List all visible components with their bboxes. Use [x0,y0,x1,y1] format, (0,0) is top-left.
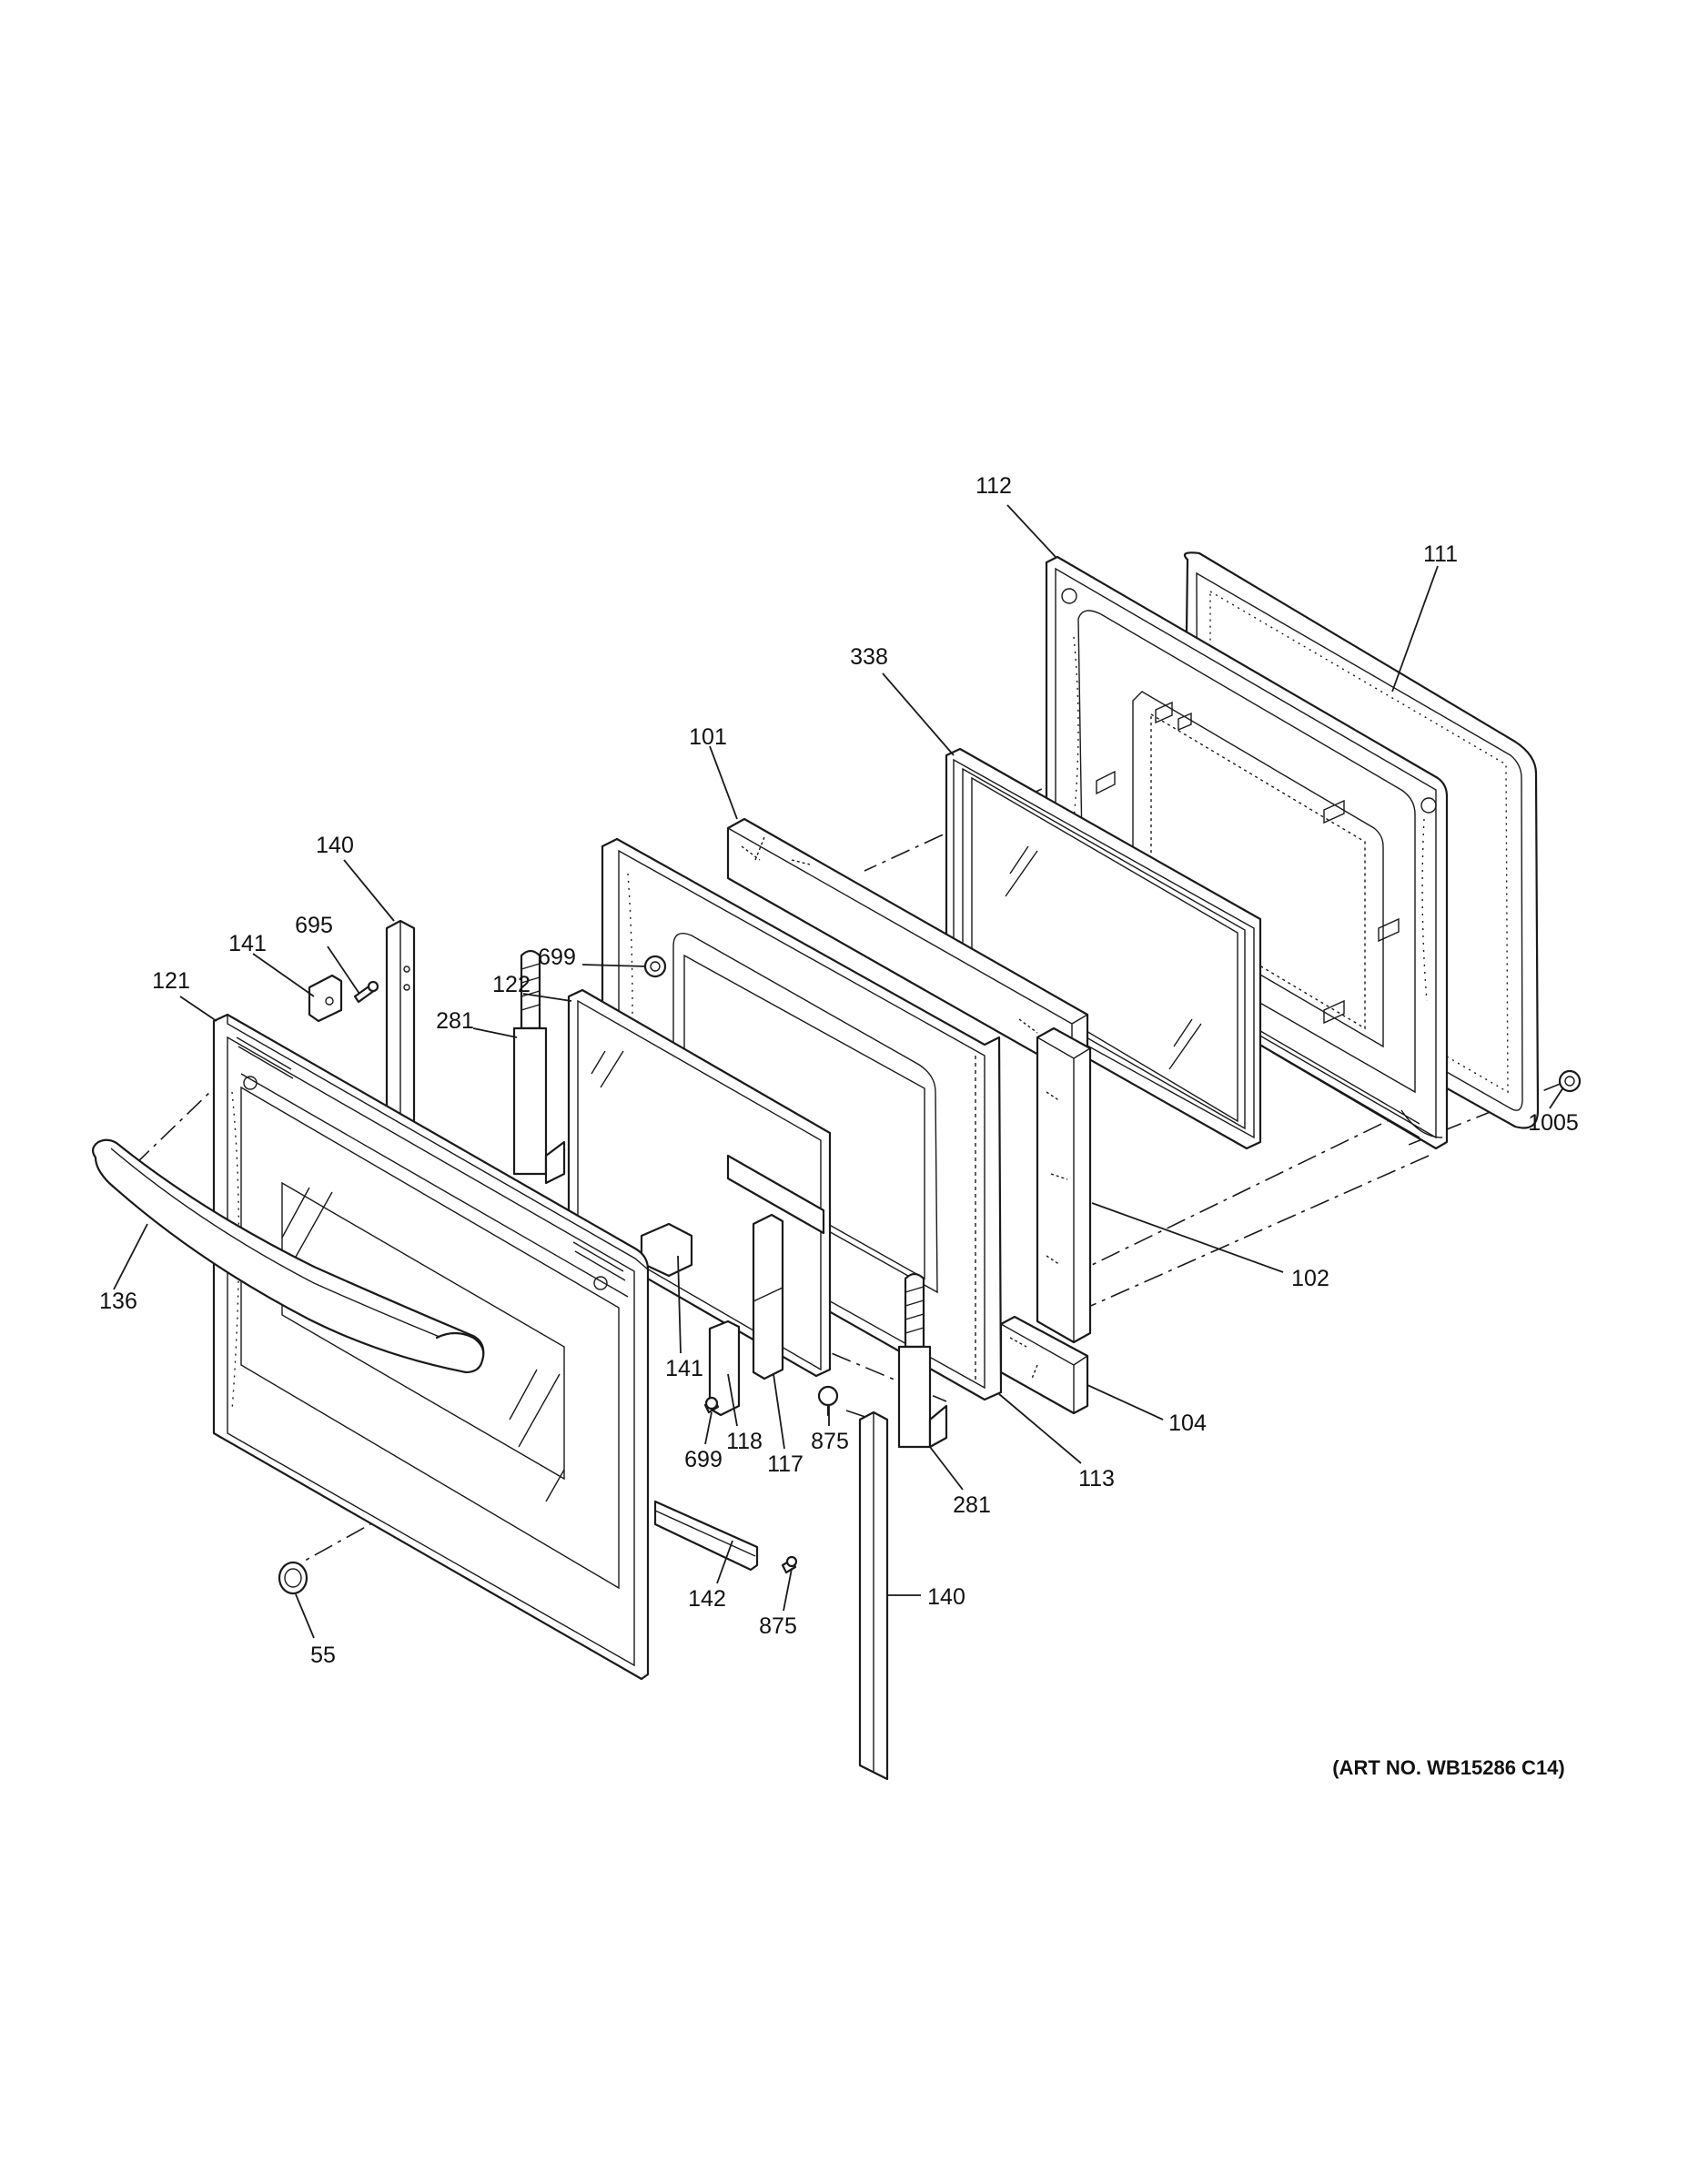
callout-875-upper: 875 [811,1429,849,1454]
screw-699-lower [703,1396,720,1414]
callout-1005: 1005 [1528,1110,1579,1136]
leader-lines [113,504,1564,1639]
callout-117: 117 [767,1451,804,1477]
callout-104: 104 [1168,1410,1207,1436]
screw-875-lower [781,1555,798,1574]
callout-118: 118 [726,1429,763,1454]
callout-101: 101 [689,724,727,750]
screw-1005 [1558,1069,1582,1093]
callout-281-right: 281 [953,1492,991,1518]
door-handle-136 [92,1138,485,1374]
bracket-117 [752,1213,784,1380]
bracket-141-top [308,974,343,1023]
callout-113: 113 [1078,1466,1115,1491]
callout-141-mid: 141 [665,1356,703,1381]
callout-699-bottom: 699 [684,1447,723,1472]
callout-111: 111 [1423,541,1458,567]
callout-112: 112 [975,473,1012,499]
callout-338: 338 [850,644,888,670]
callout-699-top: 699 [538,945,576,970]
callout-875-lower: 875 [759,1613,797,1639]
callout-281-left: 281 [436,1008,474,1034]
art-number: (ART NO. WB15286 C14) [1332,1756,1565,1779]
callout-142: 142 [688,1586,726,1612]
callout-55: 55 [310,1643,336,1668]
screw-699-upper [643,955,667,978]
callout-140-bottom: 140 [927,1584,965,1610]
callout-141-top: 141 [228,931,267,956]
callout-122: 122 [492,972,531,997]
callout-labels: 112 111 338 101 140 695 141 121 699 122 … [99,473,1579,1779]
bracket-142 [653,1500,759,1572]
channel-140-bottom [858,1410,889,1781]
callout-140-top: 140 [316,833,354,858]
screw-695 [353,980,379,1004]
callout-136: 136 [99,1289,137,1314]
callout-695: 695 [295,913,333,938]
hinge-281-right [897,1272,948,1449]
callout-121: 121 [152,968,190,994]
screw-875-upper [817,1385,839,1417]
callout-102: 102 [1291,1266,1329,1291]
hinge-281-left [512,949,566,1185]
badge-55 [278,1561,308,1595]
channel-140-top [385,919,416,1126]
